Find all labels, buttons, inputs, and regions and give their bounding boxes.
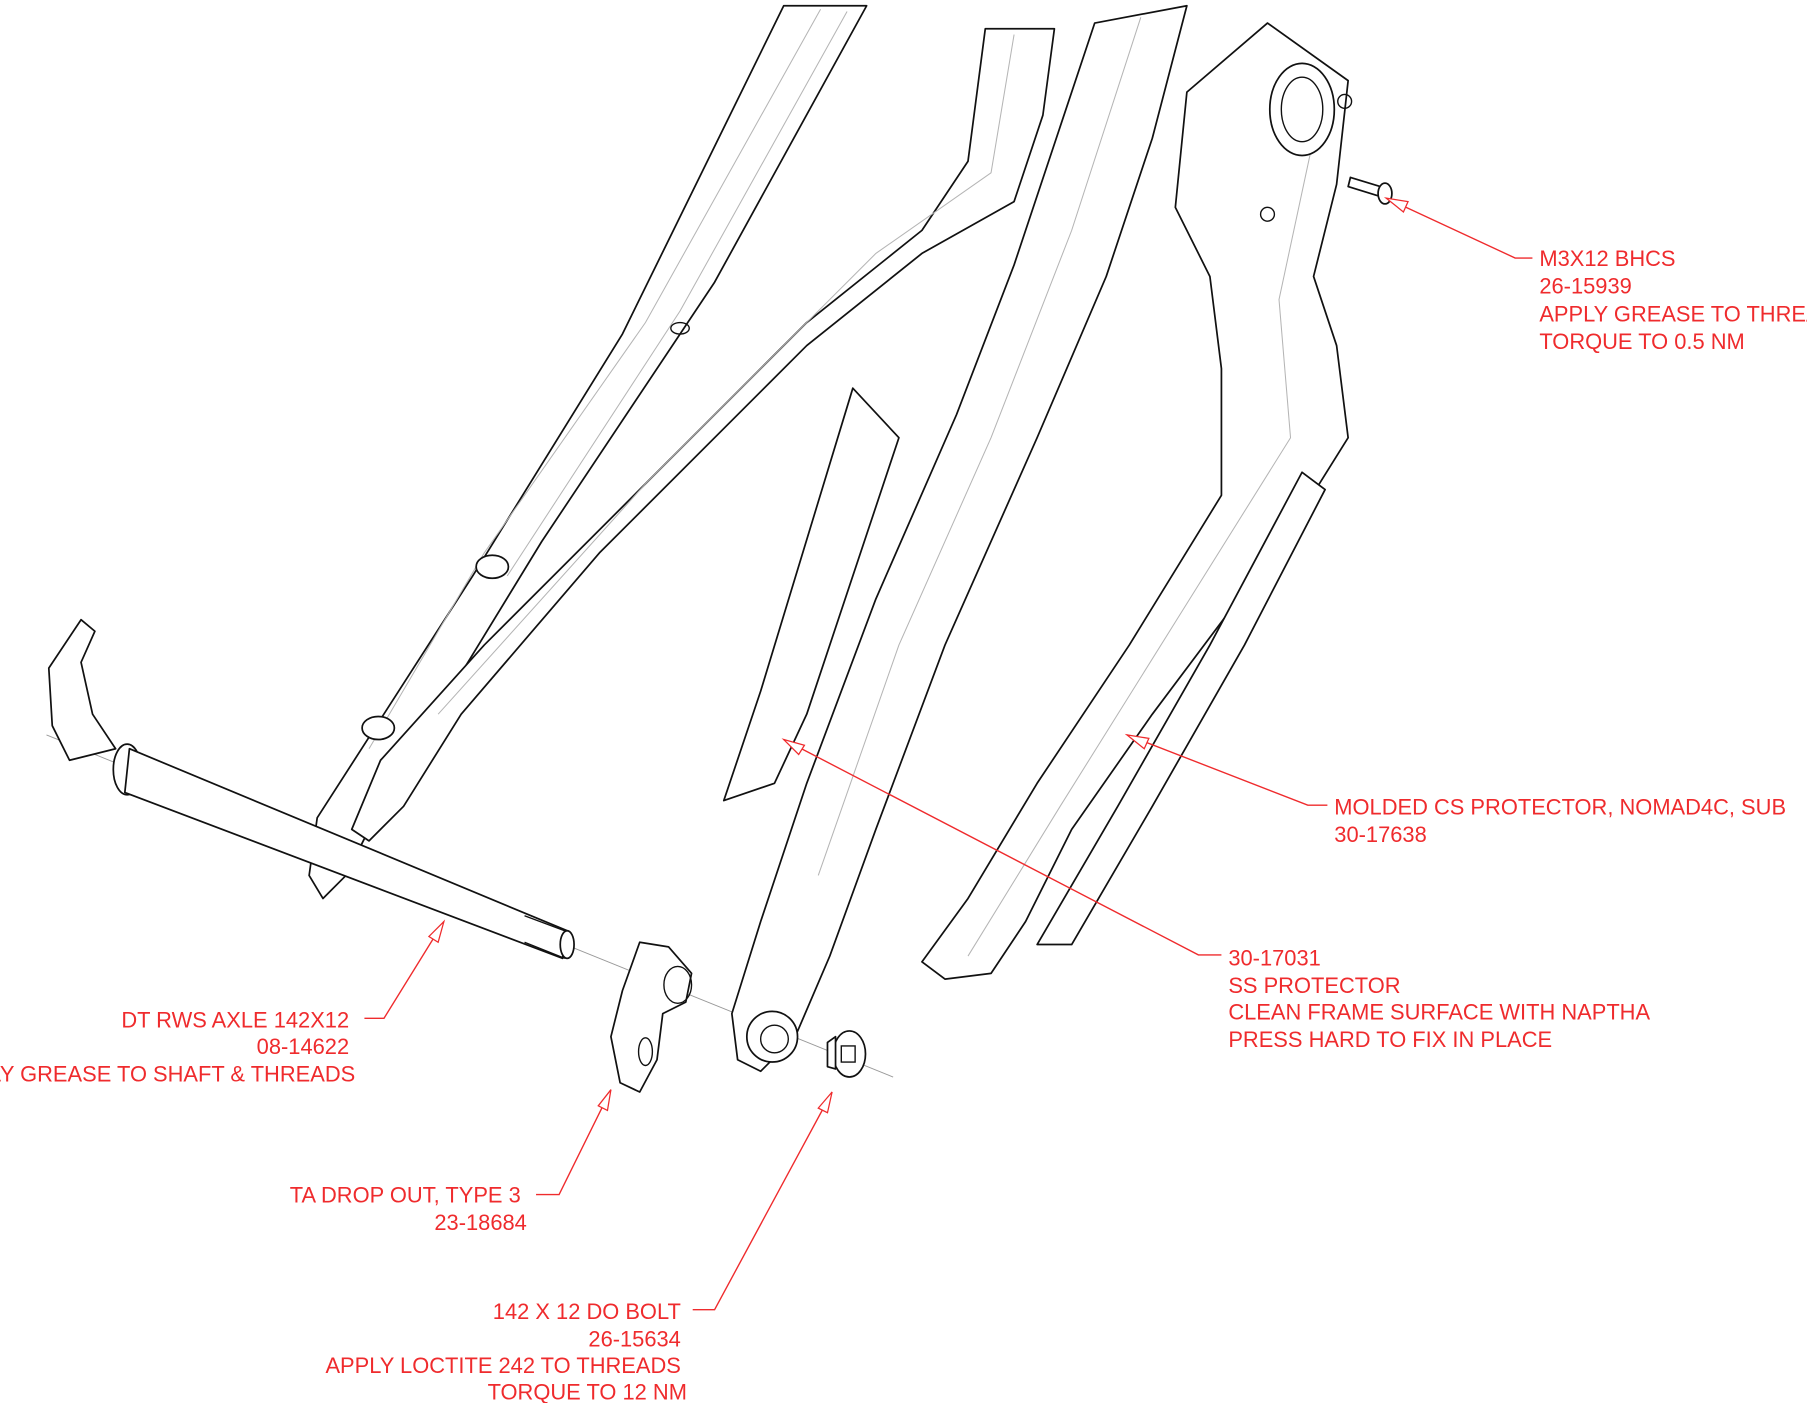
chain-stay-right: [921, 22, 1353, 980]
callout-line: APPLY GREASE TO SHAFT & THREADS: [0, 1062, 355, 1087]
leader-cs-protector: [1124, 733, 1328, 806]
leader-dropout: [536, 1089, 612, 1196]
callout-line: TORQUE TO 0.5 NM: [1539, 329, 1744, 354]
callout-do-bolt: 142 X 12 DO BOLT 26-15634 APPLY LOCTITE …: [325, 1299, 686, 1403]
callout-line: CLEAN FRAME SURFACE WITH NAPTHA: [1228, 999, 1650, 1024]
cs-protector-part: [1036, 471, 1326, 946]
leader-bhcs: [1383, 197, 1533, 259]
callout-line: 30-17031: [1228, 945, 1320, 970]
callout-line: APPLY LOCTITE 242 TO THREADS: [325, 1353, 680, 1378]
seat-stay-right: [731, 4, 1188, 1073]
callout-line: TORQUE TO 12 NM: [488, 1380, 687, 1403]
callout-line: TA DROP OUT, TYPE 3: [290, 1183, 521, 1208]
callout-line: 142 X 12 DO BOLT: [493, 1299, 681, 1324]
callout-line: M3X12 BHCS: [1539, 246, 1675, 271]
callout-line: APPLY GREASE TO THREADS: [1539, 301, 1807, 326]
bhcs-screw-part: [1347, 176, 1393, 205]
callout-dropout: TA DROP OUT, TYPE 3 23-18684: [290, 1183, 527, 1236]
callout-line: 23-18684: [434, 1210, 526, 1235]
callout-line: MOLDED CS PROTECTOR, NOMAD4C, SUB: [1334, 794, 1786, 819]
do-bolt-part: [826, 1030, 867, 1078]
callout-line: 26-15939: [1539, 274, 1631, 299]
callout-line: 08-14622: [257, 1034, 349, 1059]
callout-axle: DT RWS AXLE 142X12 08-14622 APPLY GREASE…: [0, 1007, 355, 1086]
callout-line: 30-17638: [1334, 822, 1426, 847]
callout-line: SS PROTECTOR: [1228, 973, 1400, 998]
seat-stay-left: [308, 4, 868, 900]
callout-ss-protector: 30-17031 SS PROTECTOR CLEAN FRAME SURFAC…: [1228, 945, 1656, 1052]
axle-part: [47, 618, 575, 960]
ss-protector-part: [722, 387, 900, 802]
callout-line: DT RWS AXLE 142X12: [121, 1007, 349, 1032]
callout-cs-protector: MOLDED CS PROTECTOR, NOMAD4C, SUB 30-176…: [1334, 794, 1792, 847]
leader-axle: [364, 919, 446, 1019]
leader-ss-protector: [781, 738, 1222, 956]
dropout-part: [610, 941, 693, 1093]
callout-line: PRESS HARD TO FIX IN PLACE: [1228, 1027, 1552, 1052]
callout-line: 26-15634: [588, 1327, 680, 1352]
callout-bhcs: M3X12 BHCS 26-15939 APPLY GREASE TO THRE…: [1539, 246, 1807, 354]
leader-do-bolt: [692, 1091, 833, 1311]
chain-stay-left: [350, 27, 1056, 842]
